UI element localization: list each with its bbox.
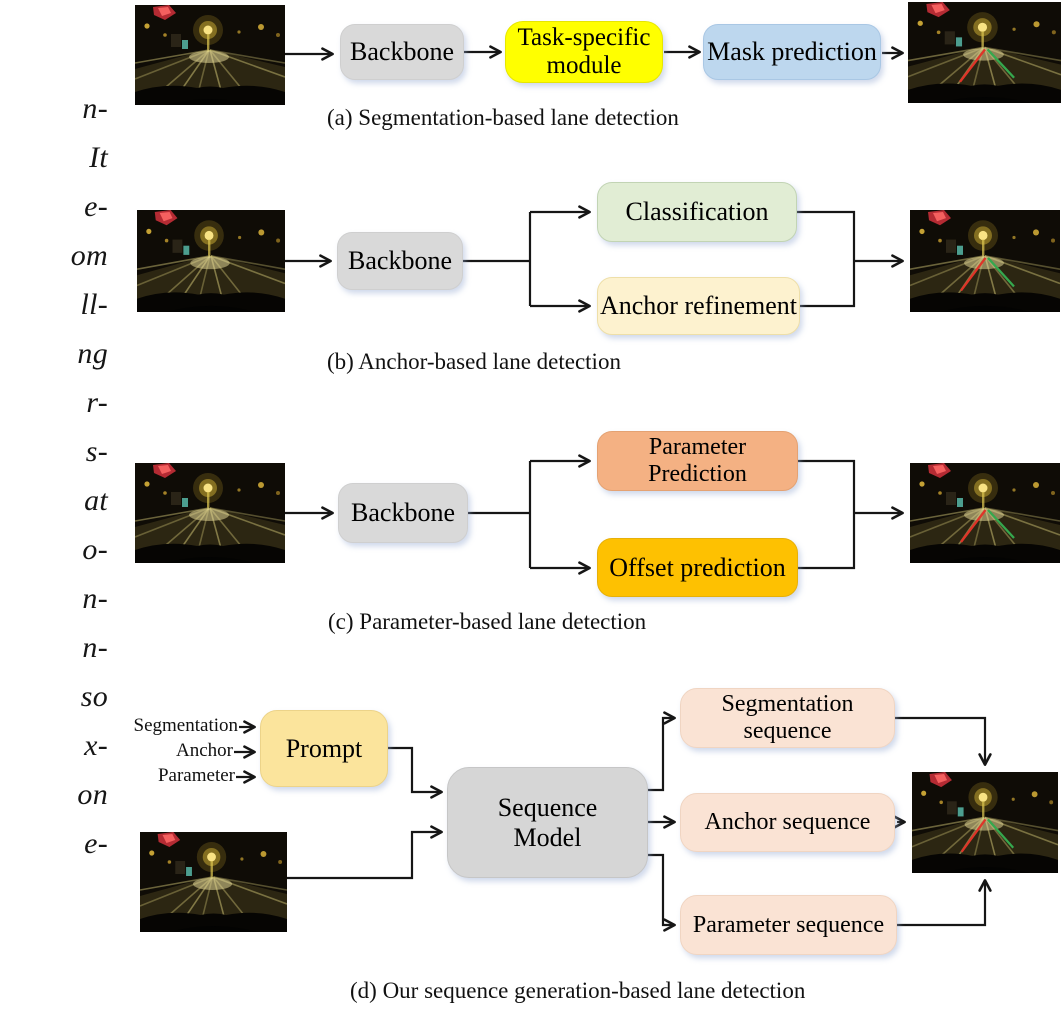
mask-prediction-label: Mask prediction — [707, 37, 877, 67]
cropped-text-line: e- — [84, 827, 108, 860]
cropped-text-line: s- — [85, 435, 108, 468]
task-specific-label-line1: Task-specific — [517, 24, 651, 51]
cropped-text-line: x- — [84, 729, 108, 762]
sequence-model-label-line1: Sequence — [497, 793, 598, 823]
classification-box: Classification — [597, 182, 797, 242]
cropped-text-line: o- — [82, 533, 108, 566]
sequence-model-label-line2: Model — [513, 822, 582, 852]
caption-panel-c: (c) Parameter-based lane detection — [328, 609, 647, 634]
task-specific-module-box: Task-specific module — [505, 21, 663, 83]
backbone-box-c: Backbone — [338, 483, 468, 543]
road-photo-output-b — [910, 210, 1060, 312]
cropped-text-line: on — [77, 778, 108, 811]
cropped-text-line: n- — [82, 92, 108, 125]
prompt-input-label-anchor: Anchor — [176, 740, 233, 761]
anchor-sequence-box: Anchor sequence — [680, 793, 895, 852]
road-photo-input-c — [135, 463, 285, 563]
cropped-text-line: e- — [84, 190, 108, 223]
road-photo-output-c — [910, 463, 1060, 563]
classification-label: Classification — [625, 197, 769, 227]
cropped-text-line: n- — [82, 631, 108, 664]
backbone-box-a: Backbone — [340, 24, 464, 80]
parameter-prediction-box: Parameter Prediction — [597, 431, 798, 491]
parameter-sequence-box: Parameter sequence — [680, 895, 897, 955]
prompt-label: Prompt — [285, 733, 363, 763]
road-photo-output-a — [908, 2, 1061, 103]
backbone-label: Backbone — [350, 37, 454, 67]
left-column-cropped-text: n- It e- om ll- ng r- s- at o- n- n- so … — [0, 84, 108, 868]
anchor-sequence-label: Anchor sequence — [704, 809, 871, 836]
mask-prediction-box: Mask prediction — [703, 24, 881, 80]
segmentation-sequence-box: Segmentation sequence — [680, 688, 895, 748]
anchor-refinement-box: Anchor refinement — [597, 277, 800, 335]
parameter-sequence-label: Parameter sequence — [692, 911, 885, 938]
cropped-text-line: n- — [82, 582, 108, 615]
backbone-label: Backbone — [348, 246, 452, 276]
anchor-refinement-label: Anchor refinement — [599, 291, 798, 321]
offset-prediction-label: Offset prediction — [609, 552, 786, 582]
road-photo-output-d — [912, 772, 1058, 873]
cropped-text-line: om — [70, 239, 108, 272]
cropped-text-line: at — [84, 484, 108, 517]
prompt-box: Prompt — [260, 710, 388, 787]
caption-panel-b: (b) Anchor-based lane detection — [327, 349, 621, 374]
road-photo-input-d — [140, 832, 287, 932]
segmentation-sequence-label-line2: sequence — [743, 718, 832, 744]
parameter-prediction-label-line2: Prediction — [648, 461, 747, 487]
road-photo-input-a — [135, 5, 285, 105]
cropped-text-line: r- — [86, 386, 108, 419]
cropped-text-line: so — [80, 680, 108, 713]
sequence-model-box: Sequence Model — [447, 767, 648, 878]
prompt-input-label-segmentation: Segmentation — [133, 715, 238, 736]
backbone-box-b: Backbone — [337, 232, 463, 290]
parameter-prediction-label-line1: Parameter — [648, 434, 747, 461]
caption-panel-a: (a) Segmentation-based lane detection — [327, 105, 679, 130]
caption-panel-d: (d) Our sequence generation-based lane d… — [350, 978, 806, 1003]
prompt-input-label-parameter: Parameter — [157, 765, 235, 786]
offset-prediction-box: Offset prediction — [597, 538, 798, 597]
backbone-label: Backbone — [351, 498, 455, 528]
road-photo-input-b — [137, 210, 285, 312]
cropped-text-line: It — [89, 141, 108, 174]
task-specific-label-line2: module — [546, 52, 622, 79]
cropped-text-line: ng — [77, 337, 108, 370]
segmentation-sequence-label-line1: Segmentation — [721, 691, 854, 718]
cropped-text-line: ll- — [80, 288, 108, 321]
